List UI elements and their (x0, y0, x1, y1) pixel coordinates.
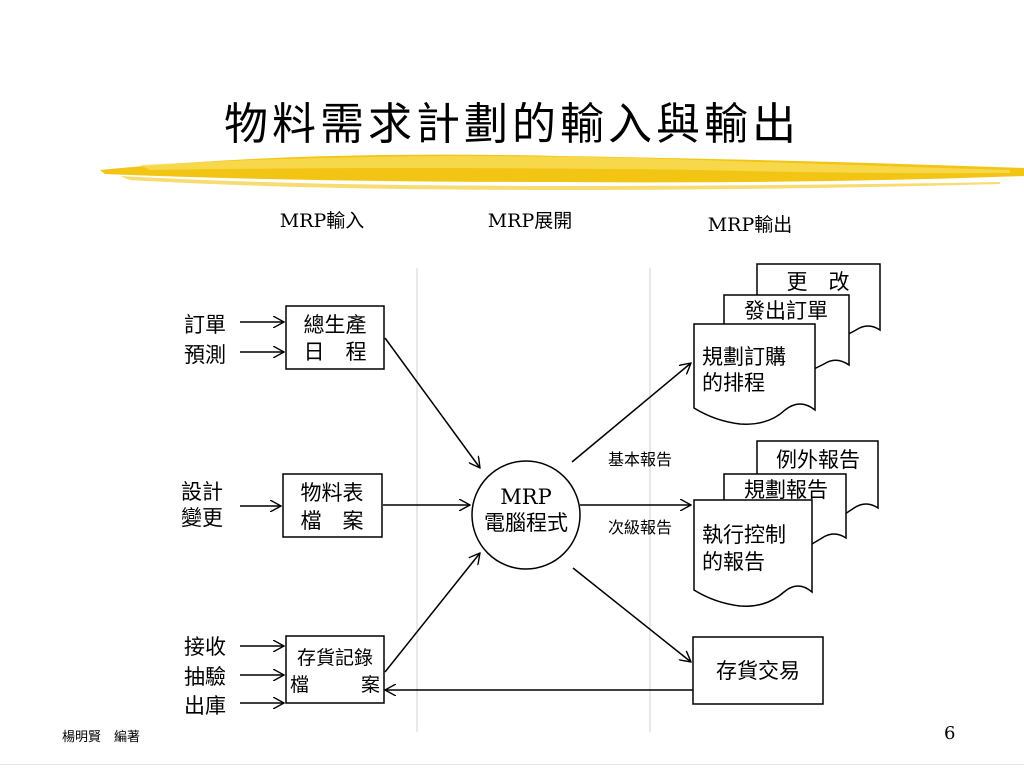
arrow-mrp-to-plan (571, 363, 691, 463)
mrp-program-label-2: 電腦程式 (484, 511, 568, 535)
master-schedule-label-2: 日 程 (304, 340, 367, 364)
plan-label-1: 規劃訂購 (702, 345, 786, 369)
bottom-divider (0, 764, 1024, 765)
secondary-report-label: 次級報告 (608, 518, 672, 537)
basic-report-label: 基本報告 (608, 450, 672, 469)
bom-file-label-1: 物料表 (301, 481, 364, 505)
mrp-program-label-1: MRP (500, 485, 551, 509)
execution-report-label-1: 執行控制 (702, 523, 786, 547)
column-header-output: MRP輸出 (708, 214, 793, 236)
input-label-receive: 接收 (184, 635, 226, 659)
arrow-schedule-to-mrp (384, 337, 480, 468)
plan-schedule-document (693, 323, 816, 425)
plan-label-2: 的排程 (702, 371, 765, 395)
page-number: 6 (944, 723, 956, 744)
exception-report-label: 例外報告 (776, 448, 860, 472)
inventory-record-label-2b: 案 (361, 674, 380, 696)
inventory-transaction-label: 存貨交易 (716, 659, 800, 683)
change-label: 更 改 (787, 270, 850, 294)
master-schedule-box (285, 305, 385, 370)
input-label-order: 訂單 (184, 313, 226, 337)
input-label-change: 變更 (181, 506, 223, 530)
execution-report-label-2: 的報告 (702, 550, 765, 574)
inventory-record-label-1: 存貨記錄 (297, 647, 373, 669)
input-label-design: 設計 (181, 480, 223, 504)
inventory-record-box (285, 635, 385, 704)
arrow-inventory-to-mrp (384, 553, 480, 673)
bom-file-box (282, 473, 383, 538)
inventory-record-label-2a: 檔 (290, 674, 309, 696)
input-label-ship: 出庫 (184, 694, 226, 718)
mrp-program-circle (471, 460, 581, 570)
planning-report-label: 規劃報告 (744, 478, 828, 502)
execution-report-document (693, 499, 813, 607)
page-title: 物料需求計劃的輸入與輸出 (224, 99, 800, 150)
bom-file-label-2: 檔 案 (301, 509, 364, 533)
issue-order-label: 發出訂單 (744, 299, 828, 323)
master-schedule-label-1: 總生產 (304, 313, 367, 337)
inventory-transaction-box (692, 636, 824, 705)
column-header-expand: MRP展開 (488, 210, 573, 232)
column-header-input: MRP輸入 (280, 210, 365, 232)
input-label-sample: 抽驗 (184, 665, 226, 689)
arrow-mrp-to-transaction (572, 567, 691, 662)
title-underline (100, 154, 1024, 190)
input-label-forecast: 預測 (184, 343, 226, 367)
footer-author: 楊明賢 編著 (62, 730, 141, 745)
